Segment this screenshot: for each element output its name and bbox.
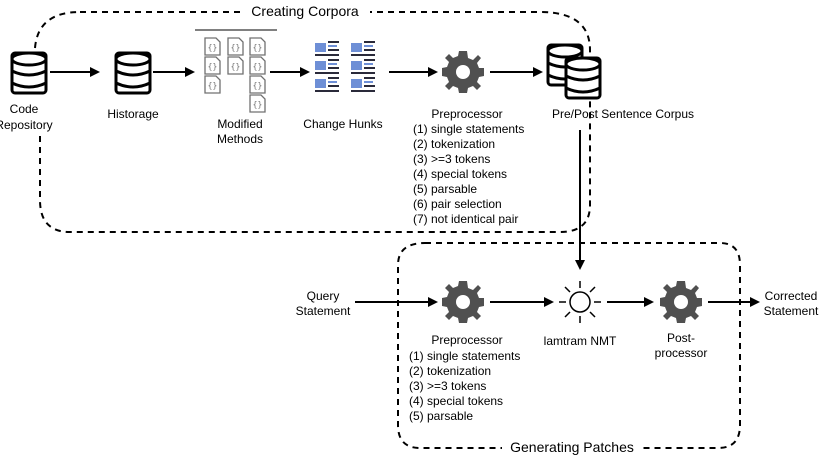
change-hunk-icon-group <box>315 41 375 92</box>
step: (2) tokenization <box>413 137 495 151</box>
change-hunk-icon <box>351 77 375 92</box>
database-icon-historage <box>114 51 152 95</box>
step: (1) single statements <box>409 349 520 363</box>
step: (5) parsable <box>409 409 473 423</box>
change-hunk-icon <box>351 59 375 74</box>
step: (6) pair selection <box>413 197 502 211</box>
region-creating-corpora <box>39 11 591 233</box>
label-modified: Modified <box>217 117 262 131</box>
gear-icon-preprocessor-top <box>442 51 484 93</box>
code-file-icon <box>204 56 221 75</box>
label-processor: processor <box>655 346 708 360</box>
code-file-icon <box>227 56 244 75</box>
label-nmt: lamtram NMT <box>544 334 617 348</box>
change-hunk-icon <box>351 41 375 56</box>
change-hunk-icon <box>315 41 339 56</box>
light-icon-nmt <box>559 281 601 323</box>
code-file-icon <box>249 75 266 94</box>
steps-preprocessor-bottom: (1) single statements (2) tokenization (… <box>409 349 520 423</box>
label-historage: Historage <box>107 107 159 121</box>
label-query: Query <box>307 289 340 303</box>
flow-arrows <box>50 67 760 307</box>
region-title-generating-patches: Generating Patches <box>510 439 634 455</box>
database-icon-code-repository <box>10 51 48 95</box>
label-code: Code <box>10 102 39 116</box>
label-corrected-statement: Statement <box>764 304 819 318</box>
database-icon-corpus <box>546 43 602 100</box>
label-post: Post- <box>667 331 695 345</box>
label-preprocessor-top: Preprocessor <box>431 107 502 121</box>
gear-icon-postprocessor <box>660 281 702 323</box>
code-file-icon <box>249 56 266 75</box>
label-methods: Methods <box>217 132 263 146</box>
code-file-icon <box>249 94 266 113</box>
change-hunk-icon <box>315 77 339 92</box>
step: (1) single statements <box>413 122 524 136</box>
change-hunk-icon <box>315 59 339 74</box>
label-corrected: Corrected <box>765 289 818 303</box>
code-file-icon <box>204 75 221 94</box>
code-file-icon <box>249 37 266 56</box>
label-repository: Repository <box>0 118 53 132</box>
code-file-icon <box>204 37 221 56</box>
label-preprocessor-bottom: Preprocessor <box>431 333 502 347</box>
step: (2) tokenization <box>409 364 491 378</box>
steps-preprocessor-top: (1) single statements (2) tokenization (… <box>413 122 524 226</box>
step: (7) not identical pair <box>413 212 518 226</box>
step: (4) special tokens <box>409 394 503 408</box>
step: (3) >=3 tokens <box>409 379 486 393</box>
label-corpus: Pre/Post Sentence Corpus <box>552 107 694 121</box>
step: (3) >=3 tokens <box>413 152 490 166</box>
step: (4) special tokens <box>413 167 507 181</box>
gear-icon-preprocessor-bottom <box>442 281 484 323</box>
step: (5) parsable <box>413 182 477 196</box>
region-generating-patches <box>397 242 741 449</box>
label-statement: Statement <box>296 304 351 318</box>
code-file-icon <box>227 37 244 56</box>
label-change-hunks: Change Hunks <box>303 117 382 131</box>
region-title-creating-corpora: Creating Corpora <box>251 3 359 19</box>
code-file-icon-group <box>195 29 277 113</box>
